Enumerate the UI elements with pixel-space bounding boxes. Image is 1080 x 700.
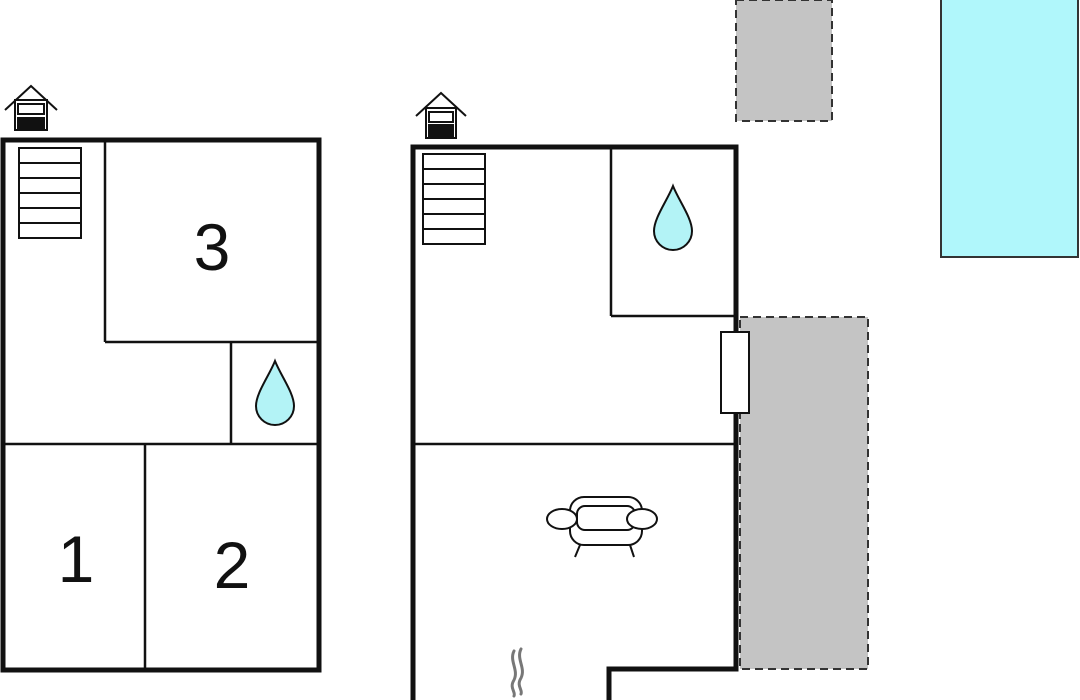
sofa-icon [546, 496, 658, 558]
floor-0-plan [410, 91, 750, 700]
room-number-2: 2 [214, 528, 251, 602]
water-drop-icon [254, 358, 296, 426]
floor-0-interior-walls [413, 147, 736, 446]
heater-icon [510, 647, 524, 698]
floor-1-plan: 3 1 2 [0, 84, 322, 673]
parking-area [735, 0, 833, 122]
stairs-icon [18, 147, 82, 239]
swimming-pool [940, 0, 1079, 258]
house-entrance-icon [415, 91, 467, 139]
stairs-icon [422, 153, 486, 245]
floor-1-interior-walls [3, 140, 319, 670]
water-drop-icon [652, 183, 694, 251]
room-number-1: 1 [58, 522, 95, 596]
door-opening [720, 331, 750, 414]
floor-1-outer-wall [0, 137, 322, 673]
house-entrance-icon [4, 84, 58, 131]
room-number-3: 3 [194, 210, 231, 284]
terrace-area [739, 316, 869, 670]
